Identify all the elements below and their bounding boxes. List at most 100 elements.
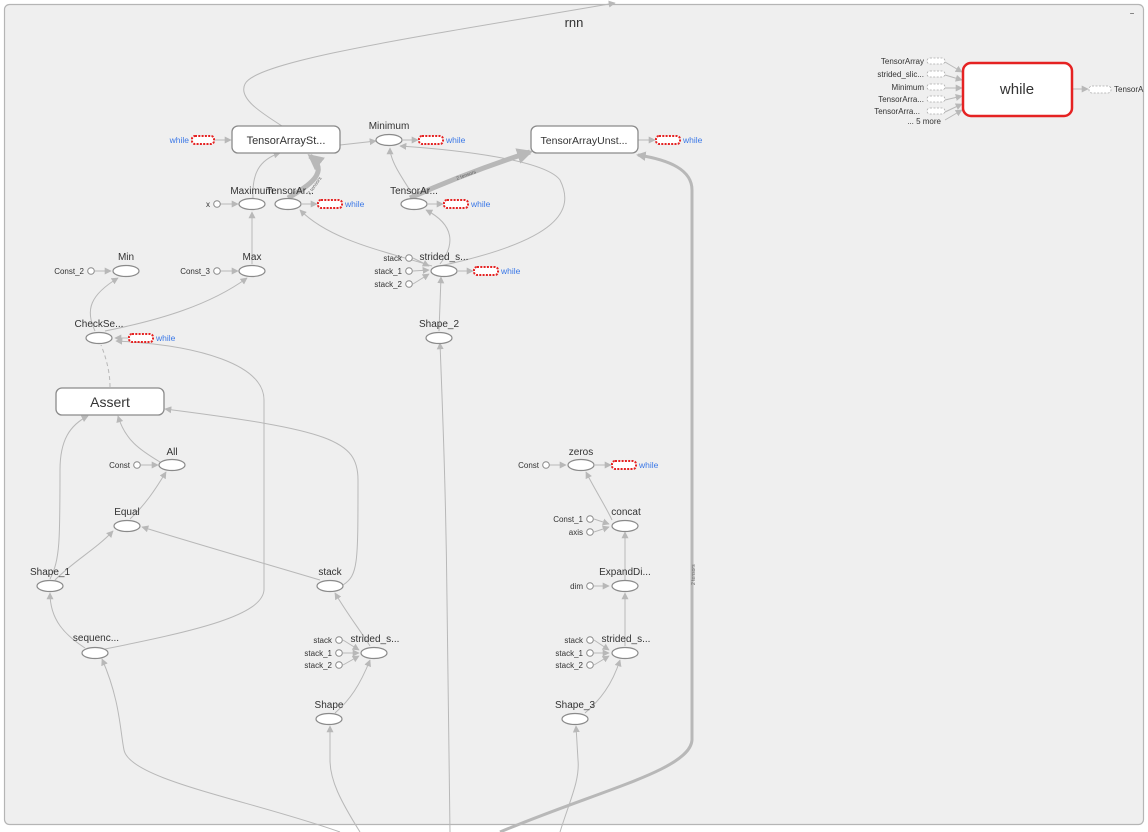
edge: [436, 342, 451, 832]
while-ref[interactable]: while: [443, 199, 491, 209]
op-check-seq[interactable]: CheckSe...: [75, 319, 124, 345]
op-all[interactable]: All: [158, 447, 186, 472]
tensor-array-unstack-node[interactable]: TensorArrayUnst...: [530, 125, 639, 154]
op-expand-dims[interactable]: ExpandDi...: [599, 567, 651, 593]
const-label: stack_1: [304, 649, 332, 658]
const-const-1[interactable]: Const_1: [553, 515, 594, 524]
while-ref-label: while: [470, 199, 491, 209]
while-ref[interactable]: while: [317, 199, 365, 209]
op-equal[interactable]: Equal: [113, 507, 141, 533]
op-label: Shape: [315, 700, 344, 711]
const-stack-1-a[interactable]: stack_1: [374, 267, 413, 276]
op-stack[interactable]: stack: [316, 567, 344, 593]
edge: [101, 658, 341, 832]
const-x[interactable]: x: [206, 200, 221, 209]
const-axis[interactable]: axis: [569, 528, 594, 537]
op-label: Min: [118, 252, 134, 263]
edge: [141, 525, 321, 581]
while-ref[interactable]: while: [169, 135, 215, 145]
edge: [46, 592, 86, 649]
edge: [286, 153, 325, 201]
const-stack-c[interactable]: stack: [564, 636, 594, 645]
op-tensor-array-2[interactable]: TensorAr...: [390, 186, 438, 211]
op-shape[interactable]: Shape: [315, 700, 344, 726]
const-const-b[interactable]: Const: [518, 461, 550, 470]
while-ref[interactable]: while: [611, 460, 659, 470]
const-stack-1-b[interactable]: stack_1: [304, 649, 343, 658]
const-label: stack: [564, 636, 584, 645]
while-ref[interactable]: while: [128, 333, 176, 343]
edge: [54, 530, 114, 581]
const-label: Const: [109, 461, 131, 470]
const-label: Const_1: [553, 515, 583, 524]
op-strided-slice-3[interactable]: strided_s...: [602, 634, 651, 660]
assert-label: Assert: [90, 394, 130, 410]
rnn-scope-title: rnn: [565, 15, 584, 30]
while-input-label: TensorArra...: [874, 107, 920, 116]
while-ref-label: while: [638, 460, 659, 470]
while-ref-label: while: [169, 135, 190, 145]
edge: [499, 151, 694, 832]
op-strided-slice-1[interactable]: strided_s...: [420, 252, 469, 278]
while-input-label: TensorArra...: [878, 95, 924, 104]
op-label: ExpandDi...: [599, 567, 651, 578]
edge: [342, 655, 360, 666]
const-stack-2-a[interactable]: stack_2: [374, 280, 413, 289]
op-shape-2[interactable]: Shape_2: [419, 319, 459, 345]
const-stack-2-b[interactable]: stack_2: [304, 661, 343, 670]
edge: [944, 61, 963, 73]
while-ref[interactable]: while: [418, 135, 466, 145]
edge: [100, 344, 111, 388]
op-shape-3[interactable]: Shape_3: [555, 700, 595, 726]
while-more-label[interactable]: ... 5 more: [907, 117, 941, 126]
while-ref-label: while: [445, 135, 466, 145]
edge: [164, 406, 359, 586]
edges: [46, 0, 1089, 832]
const-const-3[interactable]: Const_3: [180, 267, 221, 276]
while-ref[interactable]: while: [655, 135, 703, 145]
edge: [593, 655, 610, 666]
op-tensor-array-1[interactable]: TensorAr...: [266, 186, 314, 211]
const-label: stack_1: [374, 267, 402, 276]
tensor-array-stack-label: TensorArraySt...: [247, 135, 326, 147]
op-max[interactable]: Max: [238, 252, 266, 278]
const-stack-b[interactable]: stack: [313, 636, 343, 645]
while-ref[interactable]: while: [473, 266, 521, 276]
const-dim[interactable]: dim: [570, 582, 594, 591]
edge: [408, 148, 534, 201]
op-minimum[interactable]: Minimum: [369, 121, 410, 147]
while-node-label: while: [999, 81, 1034, 98]
const-stack-a[interactable]: stack: [383, 254, 413, 263]
edge: [412, 257, 430, 267]
op-sequence[interactable]: sequenc...: [73, 633, 119, 660]
op-min[interactable]: Min: [112, 252, 140, 278]
const-stack-2-c[interactable]: stack_2: [555, 661, 594, 670]
const-const-2[interactable]: Const_2: [54, 267, 95, 276]
const-label: Const_2: [54, 267, 84, 276]
op-zeros[interactable]: zeros: [567, 447, 595, 472]
op-maximum[interactable]: Maximum: [230, 186, 274, 211]
collapse-icon[interactable]: −: [1130, 9, 1135, 18]
edge: [944, 103, 963, 113]
edge: [299, 209, 433, 267]
while-ref-label: while: [682, 135, 703, 145]
assert-node[interactable]: Assert: [55, 387, 165, 416]
const-const[interactable]: Const: [109, 461, 141, 470]
while-input-label: Minimum: [892, 83, 925, 92]
tensor-array-stack-node[interactable]: TensorArraySt...: [231, 125, 341, 154]
edge: [944, 109, 963, 121]
op-strided-slice-2[interactable]: strided_s...: [351, 634, 400, 660]
while-ref-label: while: [500, 266, 521, 276]
const-stack-1-c[interactable]: stack_1: [555, 649, 594, 658]
while-input-label: TensorArray: [881, 57, 924, 66]
edge: [593, 525, 610, 533]
while-node[interactable]: while: [961, 61, 1074, 118]
op-label: strided_s...: [602, 634, 651, 645]
const-label: axis: [569, 528, 583, 537]
op-concat[interactable]: concat: [611, 507, 641, 533]
edge: [944, 74, 963, 82]
const-label: stack_2: [555, 661, 583, 670]
op-shape-1[interactable]: Shape_1: [30, 567, 70, 593]
const-nodes: x Const_2 Const_3 stack stack_1 stack_2 …: [54, 200, 594, 670]
